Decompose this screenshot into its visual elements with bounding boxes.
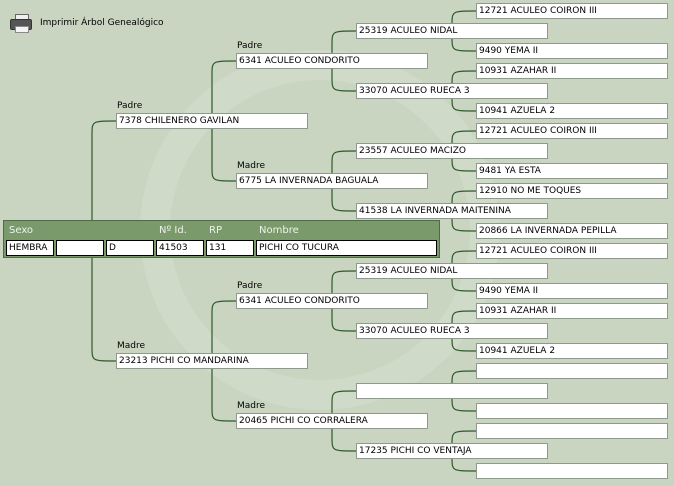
gen4-ancestor-box[interactable]: 10931 AZAHAR II — [476, 303, 668, 319]
gen4-ancestor-box[interactable]: 9490 YEMA II — [476, 43, 668, 59]
gen2-madre-label: Madre — [237, 401, 266, 411]
gen4-ancestor-box[interactable]: 12721 ACULEO COIRON III — [476, 243, 668, 259]
gen4-ancestor-box[interactable]: 9481 YA ESTA — [476, 163, 668, 179]
gen3-ancestor-box[interactable]: 25319 ACULEO NIDAL — [356, 23, 548, 39]
gen4-ancestor-box[interactable] — [476, 463, 668, 479]
print-tree-button[interactable]: Imprimir Árbol Genealógico — [10, 14, 164, 33]
gen2-ancestor-box[interactable]: 20465 PICHI CO CORRALERA — [236, 413, 428, 429]
gen2-padre-label: Padre — [237, 41, 263, 51]
gen3-ancestor-box[interactable]: 41538 LA INVERNADA MAITENINA — [356, 203, 548, 219]
gen2-ancestor-box[interactable]: 6341 ACULEO CONDORITO — [236, 293, 428, 309]
rp-field[interactable]: 131 — [206, 240, 254, 256]
gen1-ancestor-box[interactable]: 23213 PICHI CO MANDARINA — [116, 353, 308, 369]
gen2-madre-label: Madre — [237, 161, 266, 171]
gen3-ancestor-box[interactable]: 33070 ACULEO RUECA 3 — [356, 323, 548, 339]
gen4-ancestor-box[interactable] — [476, 403, 668, 419]
gen4-ancestor-box[interactable]: 9490 YEMA II — [476, 283, 668, 299]
gen4-ancestor-box[interactable]: 10931 AZAHAR II — [476, 63, 668, 79]
gen4-ancestor-box[interactable]: 20866 LA INVERNADA PEPILLA — [476, 223, 668, 239]
gen4-ancestor-box[interactable]: 12721 ACULEO COIRON III — [476, 3, 668, 19]
animal-info-panel: Sexo Nº Id. RP Nombre HEMBRA D 41503 131… — [3, 220, 440, 258]
gen2-padre-label: Padre — [237, 281, 263, 291]
printer-icon — [10, 14, 32, 33]
id-field[interactable]: 41503 — [156, 240, 204, 256]
gen1-madre-label: Madre — [117, 341, 146, 351]
nombre-field[interactable]: PICHI CO TUCURA — [256, 240, 437, 256]
gen4-ancestor-box[interactable] — [476, 363, 668, 379]
id-header: Nº Id. — [159, 225, 187, 236]
gen2-ancestor-box[interactable]: 6341 ACULEO CONDORITO — [236, 53, 428, 69]
sexo-header: Sexo — [9, 225, 34, 236]
gen3-ancestor-box[interactable]: 25319 ACULEO NIDAL — [356, 263, 548, 279]
gen3-ancestor-box[interactable] — [356, 383, 548, 399]
gen3-ancestor-box[interactable]: 33070 ACULEO RUECA 3 — [356, 83, 548, 99]
gen4-ancestor-box[interactable]: 12910 NO ME TOQUES — [476, 183, 668, 199]
gen4-ancestor-box[interactable]: 10941 AZUELA 2 — [476, 103, 668, 119]
gen4-ancestor-box[interactable]: 12721 ACULEO COIRON III — [476, 123, 668, 139]
print-tree-label: Imprimir Árbol Genealógico — [40, 18, 164, 28]
gen2-ancestor-box[interactable]: 6775 LA INVERNADA BAGUALA — [236, 173, 428, 189]
nombre-header: Nombre — [259, 225, 299, 236]
gen1-ancestor-box[interactable]: 7378 CHILENERO GAVILAN — [116, 113, 308, 129]
gen3-ancestor-box[interactable]: 23557 ACULEO MACIZO — [356, 143, 548, 159]
gen4-ancestor-box[interactable]: 10941 AZUELA 2 — [476, 343, 668, 359]
rp-header: RP — [209, 225, 222, 236]
gen4-ancestor-box[interactable] — [476, 423, 668, 439]
gen1-padre-label: Padre — [117, 101, 143, 111]
sexo-field[interactable]: HEMBRA — [6, 240, 54, 256]
tipo-field[interactable]: D — [106, 240, 154, 256]
gen3-ancestor-box[interactable]: 17235 PICHI CO VENTAJA — [356, 443, 548, 459]
blank-field[interactable] — [56, 240, 104, 256]
